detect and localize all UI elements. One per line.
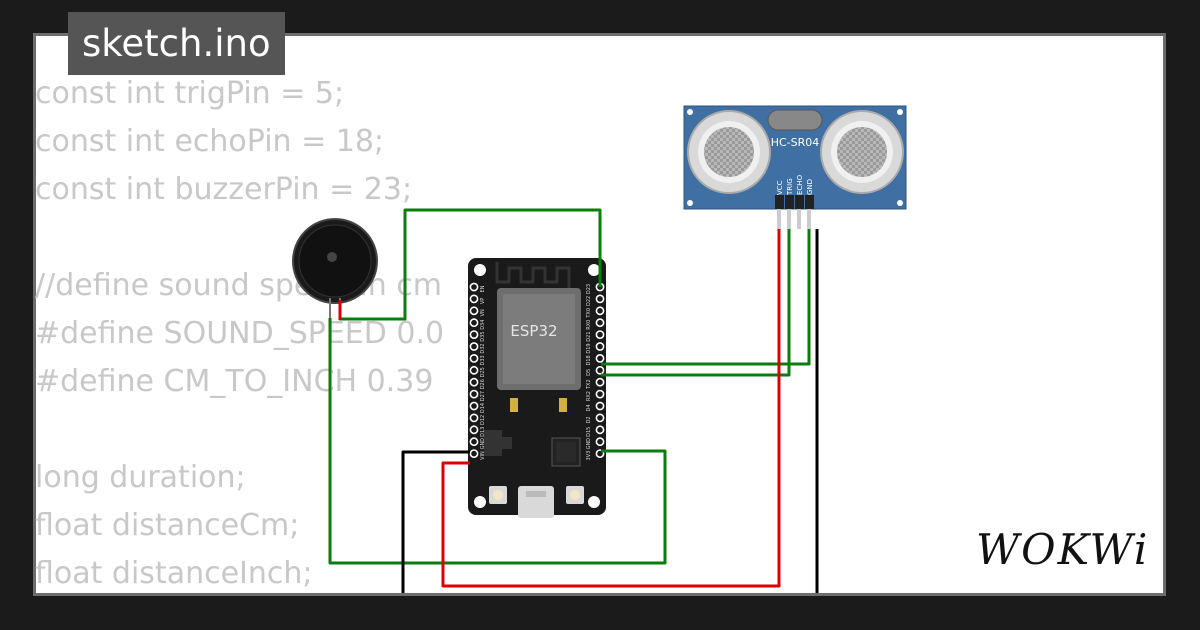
board-pin-left[interactable] (469, 413, 479, 423)
reset-button[interactable] (489, 486, 507, 504)
sensor-pin[interactable] (785, 195, 794, 209)
code-line: const int trigPin = 5; (35, 76, 345, 111)
board-pin-left[interactable] (469, 377, 479, 387)
board-pin-right[interactable] (595, 377, 605, 387)
file-tab[interactable]: sketch.ino (68, 12, 285, 75)
wire-vcc[interactable] (441, 229, 781, 588)
board-pin-left[interactable] (469, 318, 479, 328)
wire-gnd-board[interactable] (401, 450, 470, 600)
sensor-pin-label: GND (806, 179, 814, 195)
sensor-pin[interactable] (795, 195, 804, 209)
sensor-pin[interactable] (775, 195, 784, 209)
wokwi-logo-text: WOKWi (976, 525, 1149, 574)
board-pin-right[interactable] (595, 318, 605, 328)
board-pin-left[interactable] (469, 425, 479, 435)
board-pin-label: D18 (586, 355, 592, 365)
board-pin-label: 3V3 (586, 451, 592, 461)
wire-buzzer-gnd[interactable] (328, 318, 667, 565)
board-label: ESP32 (510, 322, 557, 340)
board-pin-label: D27 (480, 391, 486, 401)
board-pin-label: D4 (586, 404, 592, 411)
board-pin-label: D12 (480, 415, 486, 425)
board-pin-right[interactable] (595, 306, 605, 316)
board-pin-label: TX2 (586, 379, 592, 390)
board-pin-left[interactable] (469, 365, 479, 375)
code-editor[interactable]: const int trigPin = 5; const int echoPin … (35, 70, 444, 598)
transducer-left (687, 110, 771, 194)
board-pin-left[interactable] (469, 401, 479, 411)
board-pin-label: D5 (586, 369, 592, 376)
board-pin-label: D26 (480, 379, 486, 389)
board-pin-label: D34 (480, 320, 486, 330)
board-pin-left[interactable] (469, 282, 479, 292)
board-pin-label: D22 (586, 296, 592, 306)
board-pin-left[interactable] (469, 330, 479, 339)
board-pin-label: D32 (480, 343, 486, 353)
board-pin-label: D15 (586, 427, 592, 437)
board-pin-right[interactable] (595, 425, 605, 435)
board-pin-label: VN (480, 309, 486, 316)
board-pin-right[interactable] (595, 342, 605, 351)
board-pin-left[interactable] (469, 353, 479, 363)
board-pin-right[interactable] (595, 353, 605, 363)
board-pin-left[interactable] (469, 389, 479, 399)
board-pin-label: GND (586, 438, 592, 450)
esp32-board[interactable]: ESP32 ENVPVND34D35D32D33D25D26D27D14D12D… (468, 258, 606, 518)
board-pin-right[interactable] (595, 294, 605, 304)
sensor-pin-label: TRIG (786, 178, 794, 196)
board-pin-label: TX0 (586, 308, 592, 319)
board-pin-label: D19 (586, 343, 592, 353)
code-line: float distanceInch; (35, 556, 313, 591)
code-line: #define CM_TO_INCH 0.39 (35, 364, 434, 399)
board-pin-right[interactable] (595, 389, 605, 399)
board-pin-right[interactable] (595, 437, 605, 447)
wokwi-logo: WOKWi (976, 525, 1149, 574)
board-pin-label: VP (480, 298, 486, 304)
usb-port (518, 486, 554, 518)
board-pin-left[interactable] (469, 306, 479, 316)
wire-trig[interactable] (601, 229, 791, 377)
sensor-pin[interactable] (805, 195, 814, 209)
board-pin-label: RX2 (586, 391, 592, 401)
board-pin-right[interactable] (595, 330, 605, 339)
code-line: long duration; (35, 460, 246, 495)
sensor-pin-label: ECHO (796, 174, 804, 195)
board-pin-right[interactable] (595, 413, 605, 423)
board-pin-label: EN (480, 285, 486, 292)
board-pin-right[interactable] (595, 401, 605, 411)
transducer-right (820, 110, 904, 194)
board-pin-label: VIN (480, 451, 486, 460)
board-pin-right[interactable] (595, 365, 605, 375)
board-pin-left[interactable] (469, 342, 479, 351)
code-line: const int buzzerPin = 23; (35, 172, 413, 207)
board-pin-label: D25 (480, 367, 486, 377)
sensor-pin-label: VCC (776, 180, 784, 195)
board-pin-label: D35 (480, 331, 486, 341)
buzzer[interactable] (292, 218, 378, 318)
code-line: #define SOUND_SPEED 0.0 (35, 316, 445, 351)
board-pin-label: D21 (586, 331, 592, 341)
wire-echo[interactable] (601, 229, 811, 366)
board-pin-label: D13 (480, 427, 486, 437)
boot-button[interactable] (566, 486, 584, 504)
board-pin-left[interactable] (469, 449, 479, 458)
wires (328, 208, 819, 600)
board-pin-label: GND (480, 438, 486, 450)
board-pin-left[interactable] (469, 437, 479, 447)
board-pin-label: RX0 (586, 320, 592, 330)
code-line: const int echoPin = 18; (35, 124, 385, 159)
board-pin-label: D23 (586, 284, 592, 294)
sensor-label: HC-SR04 (771, 136, 820, 149)
board-pin-label: D2 (586, 416, 592, 423)
board-pin-left[interactable] (469, 294, 479, 304)
board-pin-label: D33 (480, 355, 486, 365)
hc-sr04-sensor[interactable]: HC-SR04 VCC TRIG ECHO GND (683, 105, 907, 229)
board-pin-label: D14 (480, 403, 486, 413)
code-line: float distanceCm; (35, 508, 300, 543)
